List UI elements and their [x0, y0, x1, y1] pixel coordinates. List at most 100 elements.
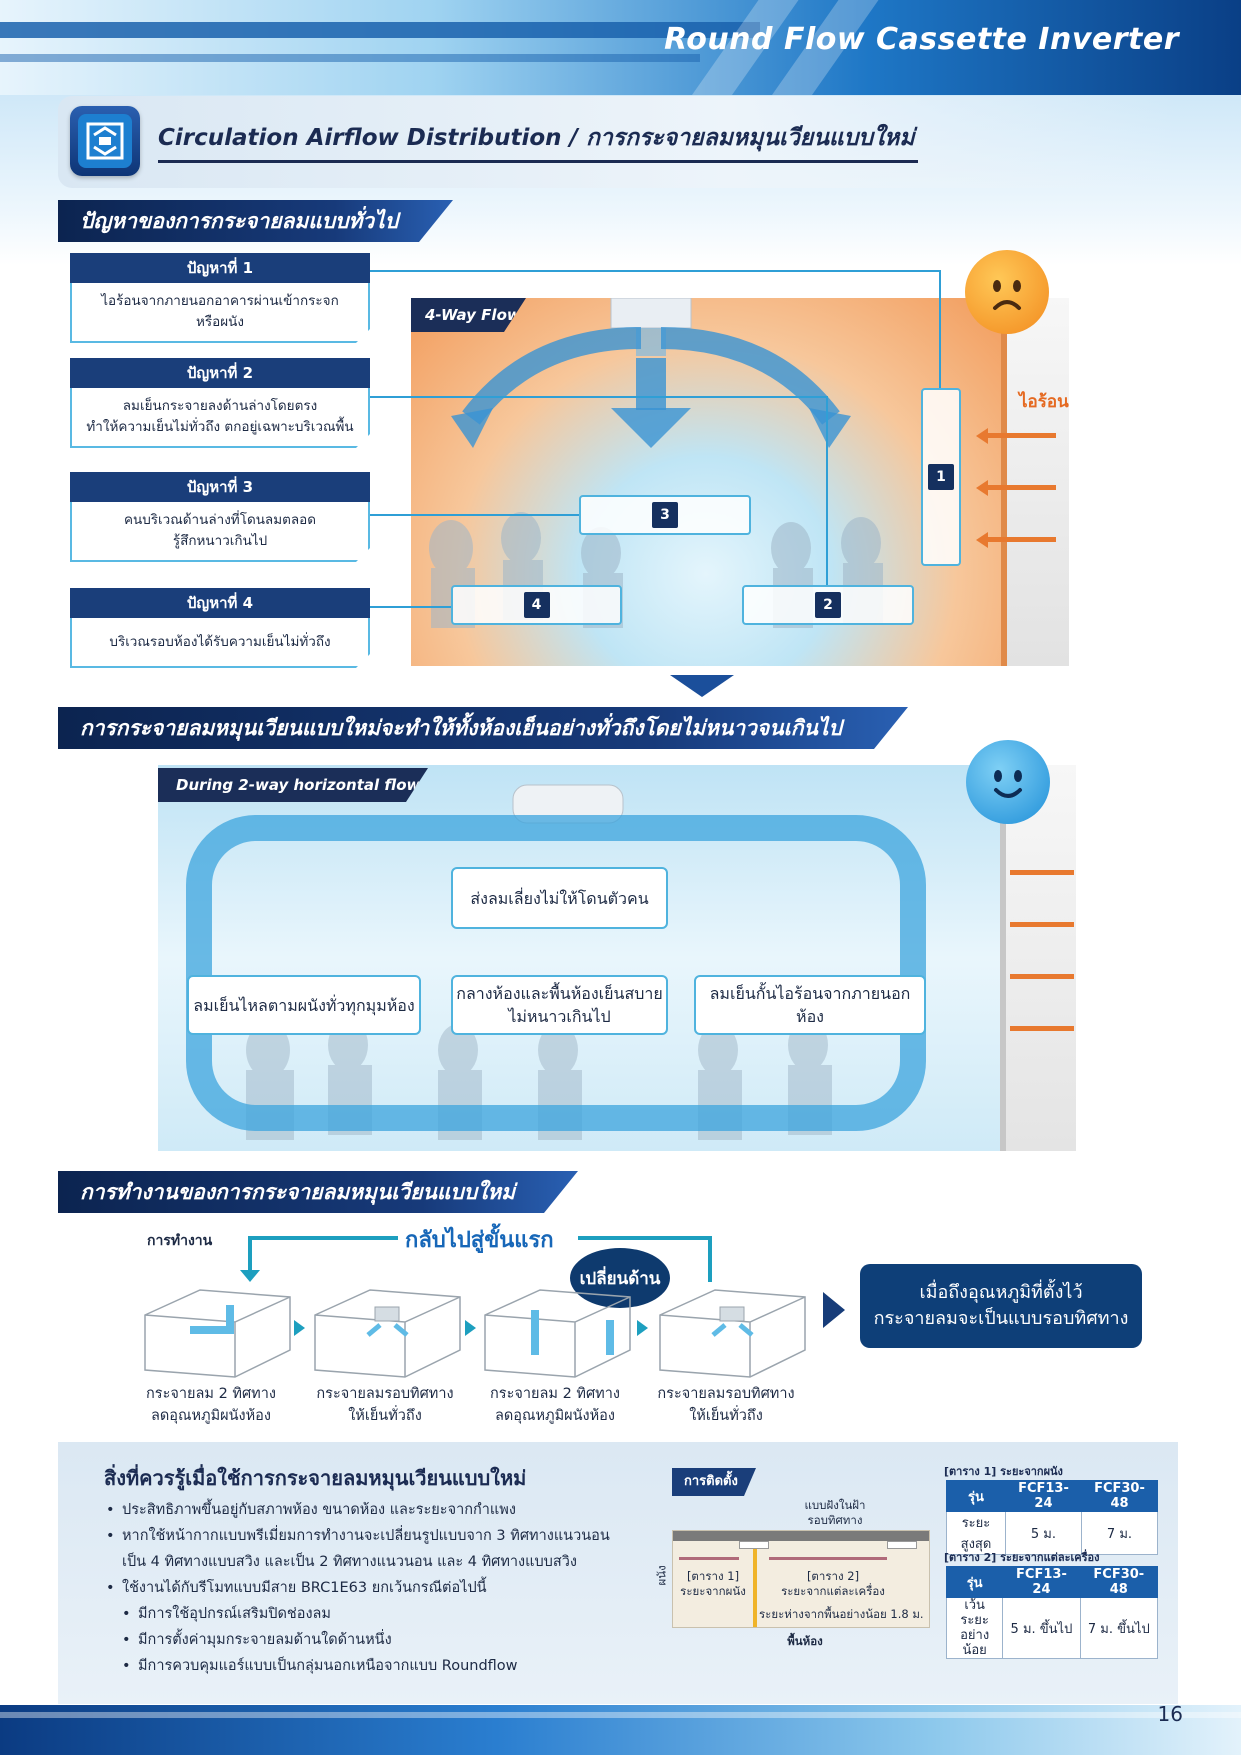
ceiling-type-label: แบบฝังในฝ้า รอบทิศทาง — [780, 1498, 890, 1528]
header-stripe — [0, 54, 700, 62]
problem-line: ไอร้อนจากภายนอกอาคารผ่านเข้ากระจก — [101, 293, 339, 309]
table1-reference: [ตาราง 1] ระยะจากผนัง — [677, 1569, 749, 1599]
section-title-underline — [158, 160, 918, 163]
problem-body: บริเวณรอบห้องได้รับความเย็นไม่ทั่วถึง — [70, 618, 370, 668]
step-caption-line: ลดอุณหภูมิผนังห้อง — [151, 1408, 271, 1424]
table-header-cell: FCF13-24 — [1004, 1480, 1082, 1512]
problem-line: ทำให้ความเย็นไม่ทั่วถึง ตกอยู่เฉพาะบริเว… — [86, 419, 354, 435]
table-cell: 7 ม. — [1080, 1511, 1159, 1555]
problem-box-1: ปัญหาที่ 1 ไอร้อนจากภายนอกอาคารผ่านเข้าก… — [70, 253, 370, 343]
problem-body: คนบริเวณด้านล่างที่โดนลมตลอดรู้สึกหนาวเก… — [70, 502, 370, 562]
table1-caption: [ตาราง 1] ระยะจากผนัง — [944, 1465, 1063, 1478]
installation-tag: การติดตั้ง — [672, 1468, 756, 1496]
result-box: เมื่อถึงอุณหภูมิที่ตั้งไว้กระจายลมจะเป็น… — [860, 1264, 1142, 1348]
loop-back-line — [248, 1236, 252, 1272]
center-comfort-box: กลางห้องและพื้นห้องเย็นสบายไม่หนาวเกินไป — [451, 975, 668, 1035]
hot-air-arrow — [1010, 974, 1074, 979]
step-caption-line: กระจายลมรอบทิศทาง — [316, 1386, 454, 1402]
switch-side-bubble: เปลี่ยนด้าน — [570, 1248, 670, 1308]
distance-arrow — [679, 1557, 739, 1560]
distance-arrow — [769, 1557, 887, 1560]
note-item: หากใช้หน้ากากแบบพรีเมี่ยมการทำงานจะเปลี่… — [106, 1523, 666, 1549]
page-number: 16 — [1157, 1702, 1183, 1726]
marker-number: 4 — [523, 592, 550, 618]
note-item: ประสิทธิภาพขึ้นอยู่กับสภาพห้อง ขนาดห้อง … — [106, 1497, 666, 1523]
exterior-wall — [1001, 298, 1069, 666]
wall-flow-box: ลมเย็นไหลตามผนังทั่วทุกมุมห้อง — [187, 975, 421, 1035]
table-cell: 5 ม. ขึ้นไป — [1002, 1597, 1081, 1659]
problem-title: ปัญหาที่ 2 — [70, 358, 370, 388]
circulation-icon — [70, 106, 140, 176]
marker-number: 1 — [928, 464, 954, 490]
exterior-wall — [1000, 765, 1076, 1151]
problem-box-3: ปัญหาที่ 3 คนบริเวณด้านล่างที่โดนลมตลอดร… — [70, 472, 370, 562]
table2-caption: [ตาราง 2] ระยะจากแต่ละเครื่อง — [944, 1551, 1100, 1564]
problems-banner: ปัญหาของการกระจายลมแบบทั่วไป — [58, 200, 453, 242]
problem-title: ปัญหาที่ 4 — [70, 588, 370, 618]
step-arrow-icon — [294, 1320, 305, 1336]
note-sub-item: มีการใช้อุปกรณ์เสริมปิดช่องลม — [122, 1601, 666, 1627]
problem-box-2: ปัญหาที่ 2 ลมเย็นกระจายลงด้านล่างโดยตรงท… — [70, 358, 370, 448]
center-comfort-line: ไม่หนาวเกินไป — [508, 1007, 611, 1026]
step-arrow-icon — [637, 1320, 648, 1336]
step-arrow-icon — [465, 1320, 476, 1336]
table-row: ระยะสูงสุด 5 ม. 7 ม. — [946, 1511, 1159, 1555]
document-title: Round Flow Cassette Inverter — [664, 22, 1179, 57]
marker-number: 3 — [652, 502, 678, 528]
loop-back-line — [578, 1236, 712, 1240]
hot-air-arrow — [1010, 870, 1074, 875]
connector-line — [939, 270, 941, 388]
step-caption-4: กระจายลมรอบทิศทาง ให้เย็นทั่วถึง — [641, 1383, 811, 1427]
note-sub-item: มีการตั้งค่ามุมกระจายลมด้านใดด้านหนึ่ง — [122, 1627, 666, 1653]
table2-reference-line: [ตาราง 2] — [806, 1569, 860, 1583]
footer-band — [0, 1705, 1241, 1755]
connector-line — [370, 606, 451, 608]
marker-box-1: 1 — [921, 388, 961, 566]
header-band — [0, 0, 1241, 95]
ceiling-type-line: รอบทิศทาง — [807, 1513, 863, 1527]
hot-air-arrow — [988, 537, 1056, 542]
result-line: เมื่อถึงอุณหภูมิที่ตั้งไว้ — [919, 1282, 1083, 1303]
table-header-cell: FCF13-24 — [1002, 1566, 1081, 1598]
table2: รุ่น FCF13-24 FCF30-48 เว้นระยะ อย่างน้อ… — [945, 1566, 1159, 1659]
height-note: ระยะห่างจากพื้นอย่างน้อย 1.8 ม. — [759, 1607, 924, 1621]
happy-face-icon — [966, 740, 1050, 824]
table-cell-line: อย่างน้อย — [960, 1628, 990, 1658]
table1-reference-line: [ตาราง 1] — [686, 1569, 740, 1583]
problem-line: รู้สึกหนาวเกินไป — [172, 533, 268, 549]
notes-list: ประสิทธิภาพขึ้นอยู่กับสภาพห้อง ขนาดห้อง … — [106, 1497, 666, 1679]
height-arrow — [753, 1549, 757, 1627]
wall-label: ผนัง — [654, 1565, 669, 1586]
ceiling-bar — [673, 1531, 929, 1541]
two-way-flow-tag: During 2-way horizontal flow — [158, 768, 428, 802]
section-title: Circulation Airflow Distribution / การกร… — [158, 125, 915, 151]
problem-line: คนบริเวณด้านล่างที่โดนลมตลอด — [123, 512, 317, 528]
step-caption-line: ให้เย็นทั่วถึง — [689, 1408, 763, 1424]
table2-reference: [ตาราง 2] ระยะจากแต่ละเครื่อง — [773, 1569, 893, 1599]
note-item: ใช้งานได้กับรีโมทแบบมีสาย BRC1E63 ยกเว้น… — [106, 1575, 666, 1601]
table1: รุ่น FCF13-24 FCF30-48 ระยะสูงสุด 5 ม. 7… — [946, 1480, 1159, 1555]
connector-line — [370, 396, 828, 398]
table-header-cell: FCF30-48 — [1080, 1480, 1159, 1512]
step-caption-1: กระจายลม 2 ทิศทาง ลดอุณหภูมิผนังห้อง — [126, 1383, 296, 1427]
four-way-flow-tag: 4-Way Flow — [411, 298, 526, 332]
problem-body: ไอร้อนจากภายนอกอาคารผ่านเข้ากระจกหรือผนั… — [70, 283, 370, 343]
step-caption-line: ลดอุณหภูมิผนังห้อง — [495, 1408, 615, 1424]
hot-air-arrowhead — [976, 480, 988, 496]
installation-diagram: [ตาราง 1] ระยะจากผนัง [ตาราง 2] ระยะจากแ… — [672, 1530, 930, 1628]
hot-air-arrowhead — [976, 532, 988, 548]
problem-title: ปัญหาที่ 3 — [70, 472, 370, 502]
problem-line: ลมเย็นกระจายลงด้านล่างโดยตรง — [122, 398, 318, 414]
step-caption-2: กระจายลมรอบทิศทาง ให้เย็นทั่วถึง — [300, 1383, 470, 1427]
note-sub-item: มีการควบคุมแอร์แบบเป็นกลุ่มนอกเหนือจากแบ… — [122, 1653, 666, 1679]
notes-title: สิ่งที่ควรรู้เมื่อใช้การกระจายลมหมุนเวีย… — [104, 1466, 527, 1490]
table-header-cell: รุ่น — [946, 1480, 1006, 1512]
operation-label: การทำงาน — [147, 1233, 213, 1249]
problem-body: ลมเย็นกระจายลงด้านล่างโดยตรงทำให้ความเย็… — [70, 388, 370, 448]
table-cell: ระยะสูงสุด — [946, 1511, 1006, 1555]
center-comfort-line: กลางห้องและพื้นห้องเย็นสบาย — [456, 984, 663, 1003]
marker-box-3: 3 — [579, 495, 751, 535]
problem-title: ปัญหาที่ 1 — [70, 253, 370, 283]
circulation-icon-inner — [78, 114, 132, 168]
problem-line: หรือผนัง — [195, 314, 244, 330]
